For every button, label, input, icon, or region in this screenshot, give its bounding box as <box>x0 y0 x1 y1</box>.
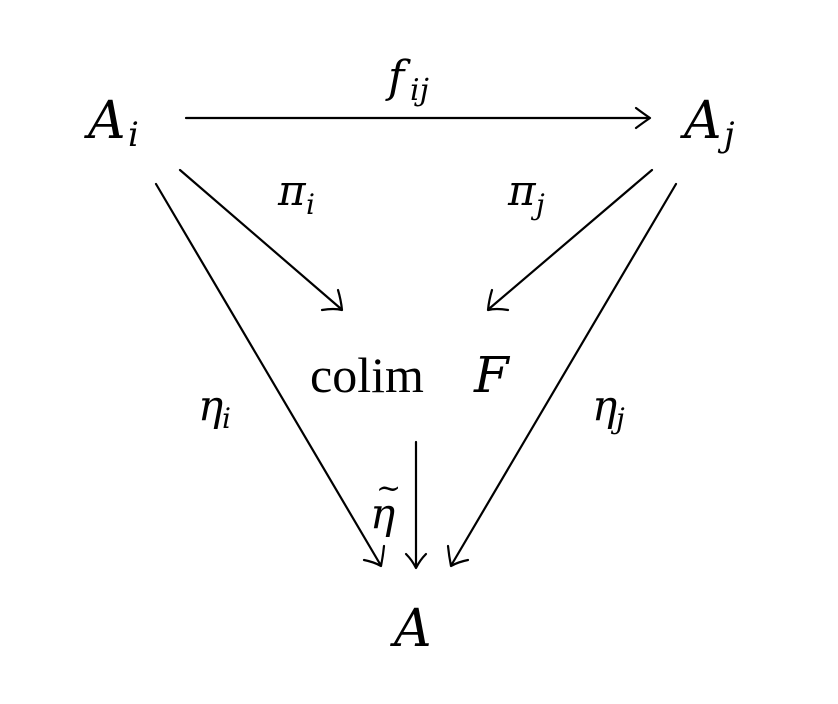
label-eta-i: η i <box>198 381 231 435</box>
label-pi-i-base: π <box>277 166 307 215</box>
arrow-pi-i <box>178 168 344 312</box>
arrow-eta-j <box>446 182 678 568</box>
label-pi-j: π j <box>507 166 545 221</box>
label-pi-i: π i <box>277 166 315 221</box>
object-A-base: A <box>390 599 432 659</box>
label-pi-i-subscript: i <box>306 188 315 221</box>
arrow-eta-tilde <box>404 440 428 570</box>
object-A-j-base: A <box>680 91 722 151</box>
object-colim-F: colim F <box>310 346 511 404</box>
object-A-i: A i <box>84 91 139 155</box>
label-f-ij-base: f <box>385 52 411 103</box>
label-eta-tilde-base: η <box>370 489 395 538</box>
label-eta-j: η j <box>592 381 625 435</box>
label-eta-i-subscript: i <box>222 402 231 435</box>
label-f-ij-subscript: ij <box>410 73 429 108</box>
colim-variable: F <box>473 346 511 404</box>
arrow-f-ij <box>184 106 652 130</box>
arrow-pi-j <box>486 168 654 312</box>
object-A-i-subscript: i <box>128 115 139 155</box>
label-eta-tilde-accent: ~ <box>376 471 401 506</box>
label-eta-tilde: η ~ <box>370 471 401 538</box>
object-A-j: A j <box>680 91 735 155</box>
object-A-i-base: A <box>84 91 126 151</box>
label-eta-i-base: η <box>198 381 223 430</box>
label-f-ij: f ij <box>385 52 429 108</box>
label-eta-j-base: η <box>592 381 617 430</box>
colim-operator: colim <box>310 347 424 403</box>
label-pi-j-base: π <box>507 166 537 215</box>
arrow-eta-i <box>154 182 386 568</box>
object-A: A <box>390 599 432 659</box>
